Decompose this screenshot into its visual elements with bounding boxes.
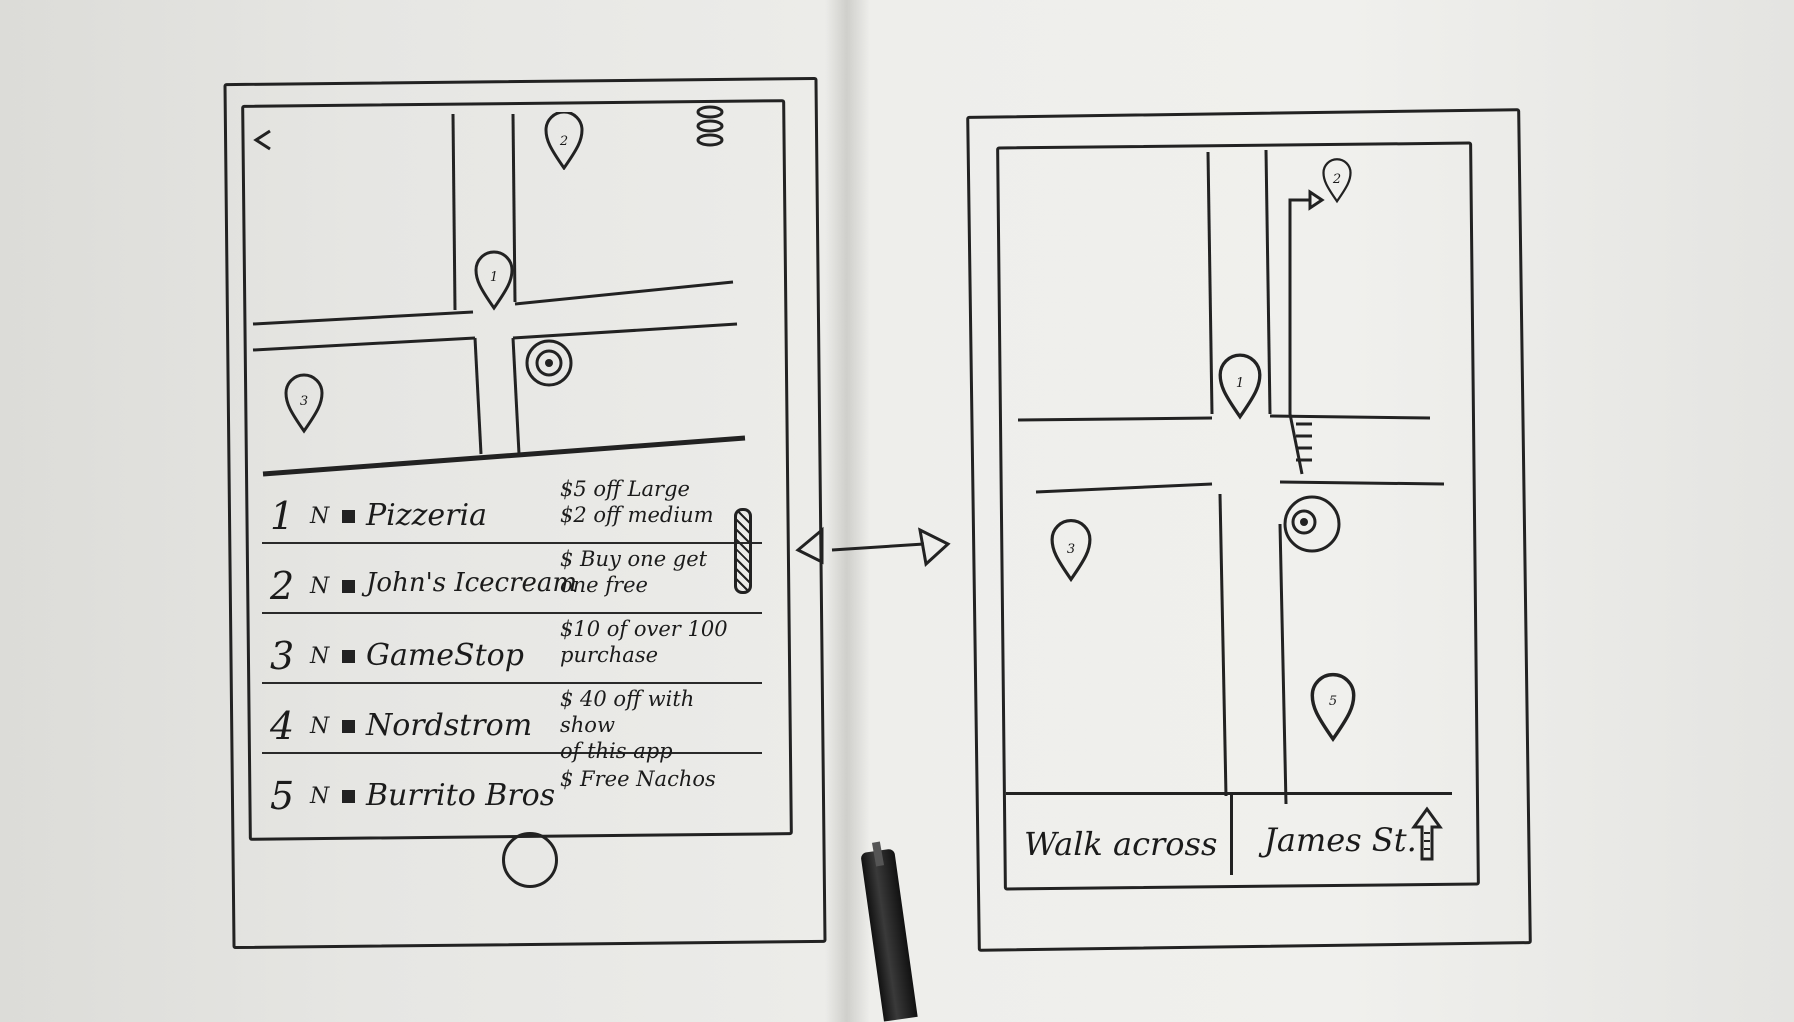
straight-arrow-icon: [1410, 805, 1444, 867]
location-pin-icon[interactable]: 5: [1310, 660, 1356, 756]
pin-label: 2: [559, 134, 569, 149]
place-name: Burrito Bros: [366, 778, 556, 813]
back-icon[interactable]: [252, 128, 274, 156]
place-name: Nordstrom: [366, 708, 533, 743]
location-pin-icon[interactable]: 1: [474, 248, 514, 314]
location-pin-icon[interactable]: 3: [284, 372, 324, 436]
nav-arrow-icon[interactable]: N: [310, 644, 330, 669]
list-item[interactable]: 1 N Pizzeria $5 off Large $2 off medium: [262, 476, 762, 544]
nav-arrow-icon[interactable]: N: [310, 504, 330, 529]
list-item[interactable]: 4 N Nordstrom $ 40 off with show of this…: [262, 686, 762, 763]
pin-label: 1: [489, 270, 499, 285]
deal-text: $5 off Large $2 off medium: [560, 476, 750, 528]
list-number: 1: [270, 494, 295, 538]
pin-label: 3: [1066, 542, 1076, 557]
bullet: [342, 650, 355, 663]
deal-line: $ Free Nachos: [560, 767, 716, 791]
map-right: [1017, 149, 1445, 804]
list-item[interactable]: 5 N Burrito Bros $ Free Nachos: [262, 756, 762, 822]
deal-line: $2 off medium: [560, 503, 714, 527]
deal-text: $ Free Nachos: [560, 766, 750, 792]
bullet: [342, 580, 355, 593]
nav-arrow-icon[interactable]: N: [310, 784, 330, 809]
direction-bar: Walk across James St.: [1006, 792, 1452, 881]
transition-arrow-icon: [795, 526, 951, 567]
place-name: Pizzeria: [366, 498, 487, 533]
pen: [860, 848, 918, 1022]
deal-text: $ Buy one get one free: [560, 546, 750, 598]
current-location-icon: [524, 338, 574, 392]
list-number: 4: [270, 704, 295, 748]
bullet: [342, 720, 355, 733]
current-location-icon: [1282, 494, 1342, 558]
deal-line: $5 off Large: [560, 477, 690, 501]
bullet: [342, 790, 355, 803]
menu-icon[interactable]: [694, 104, 726, 152]
list-number: 2: [270, 564, 295, 608]
deal-line: one free: [560, 573, 648, 597]
location-pin-icon[interactable]: 3: [1050, 516, 1092, 586]
deal-text: $ 40 off with show of this app: [560, 686, 750, 764]
location-pin-icon[interactable]: 2: [544, 110, 584, 171]
deal-line: $ 40 off with show: [560, 687, 695, 737]
scrollbar[interactable]: [734, 508, 752, 594]
map-left: [252, 113, 746, 477]
divider: [1230, 795, 1233, 875]
place-name: John's Icecream: [366, 568, 578, 598]
location-pin-icon[interactable]: 2: [1322, 150, 1352, 212]
list-number: 5: [270, 774, 295, 818]
deal-text: $10 of over 100 purchase: [560, 616, 750, 668]
nav-arrow-icon[interactable]: N: [310, 714, 330, 739]
pin-label: 5: [1328, 694, 1338, 709]
place-name: GameStop: [366, 638, 524, 673]
deal-line: purchase: [560, 643, 659, 667]
pin-label: 3: [299, 394, 309, 409]
pin-label: 2: [1332, 172, 1342, 187]
nav-arrow-icon[interactable]: N: [310, 574, 330, 599]
home-button-icon[interactable]: [502, 832, 558, 888]
deal-line: $ Buy one get: [560, 547, 708, 571]
street-text: James St.: [1264, 821, 1417, 859]
list-number: 3: [270, 634, 295, 678]
pin-label: 1: [1235, 376, 1245, 391]
direction-text: Walk across: [1024, 825, 1218, 863]
location-pin-icon[interactable]: 1: [1218, 346, 1262, 428]
deal-line: of this app: [560, 739, 673, 763]
list-item[interactable]: 2 N John's Icecream $ Buy one get one fr…: [262, 546, 762, 614]
bullet: [342, 510, 355, 523]
list-item[interactable]: 3 N GameStop $10 of over 100 purchase: [262, 616, 762, 684]
deal-line: $10 of over 100: [560, 617, 728, 641]
